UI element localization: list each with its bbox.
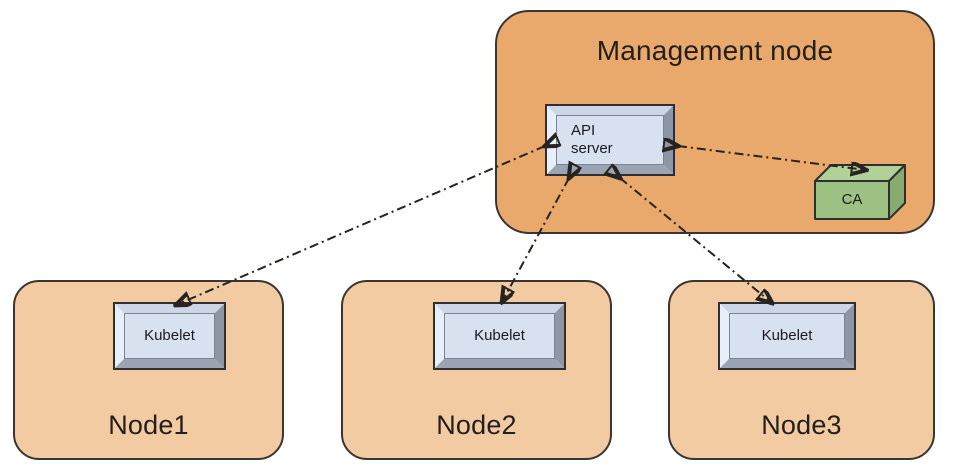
kubelet-component-node1[interactable]: Kubelet [113,302,226,370]
node-label-node3: Node3 [761,410,842,441]
kubelet-component-node2[interactable]: Kubelet [433,302,566,370]
api-server-face: API server [556,115,664,165]
kubelet-face: Kubelet [444,313,555,359]
management-node-label: Management node [596,35,834,66]
kubelet-label-node2: Kubelet [474,326,525,344]
kubelet-bevel-frame [720,304,854,368]
ca-label: CA [841,191,863,208]
kubelet-face: Kubelet [729,313,845,359]
kubelet-bevel-frame [115,304,224,368]
kubelet-face: Kubelet [124,313,215,359]
node-label-node1: Node1 [108,410,189,441]
kubelet-label-node3: Kubelet [761,326,813,344]
kubelet-component-node3[interactable]: Kubelet [718,302,856,370]
ca-component[interactable]: CA [814,164,906,223]
api-server-label: API server [571,121,613,157]
kubelet-bevel-frame [435,304,564,368]
kubelet-label-node1: Kubelet [144,326,195,344]
api-server-component[interactable]: API server [545,104,675,176]
node-label-node2: Node2 [436,410,517,441]
